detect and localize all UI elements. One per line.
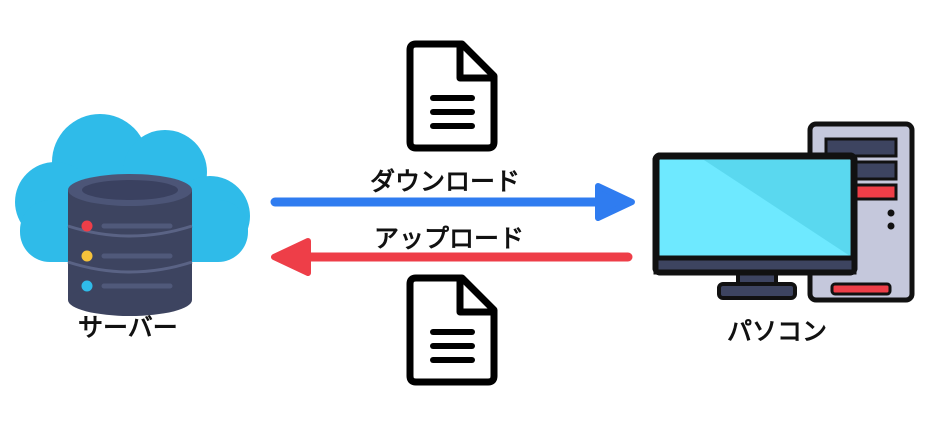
document-icon	[406, 274, 498, 386]
database-stack	[67, 174, 193, 316]
monitor	[652, 152, 858, 276]
server-label: サーバー	[78, 313, 178, 342]
desktop-computer-icon	[652, 121, 915, 303]
status-light-blue	[81, 280, 93, 292]
status-light-yellow	[81, 250, 93, 262]
upload-label: アップロード	[374, 224, 525, 253]
status-light-red	[81, 220, 93, 232]
upload-arrow	[271, 238, 633, 276]
pc-label: パソコン	[727, 317, 828, 346]
document-icon	[406, 40, 498, 152]
database-cloud-icon	[15, 114, 250, 316]
download-arrow	[270, 183, 635, 221]
download-label: ダウンロード	[370, 167, 521, 196]
